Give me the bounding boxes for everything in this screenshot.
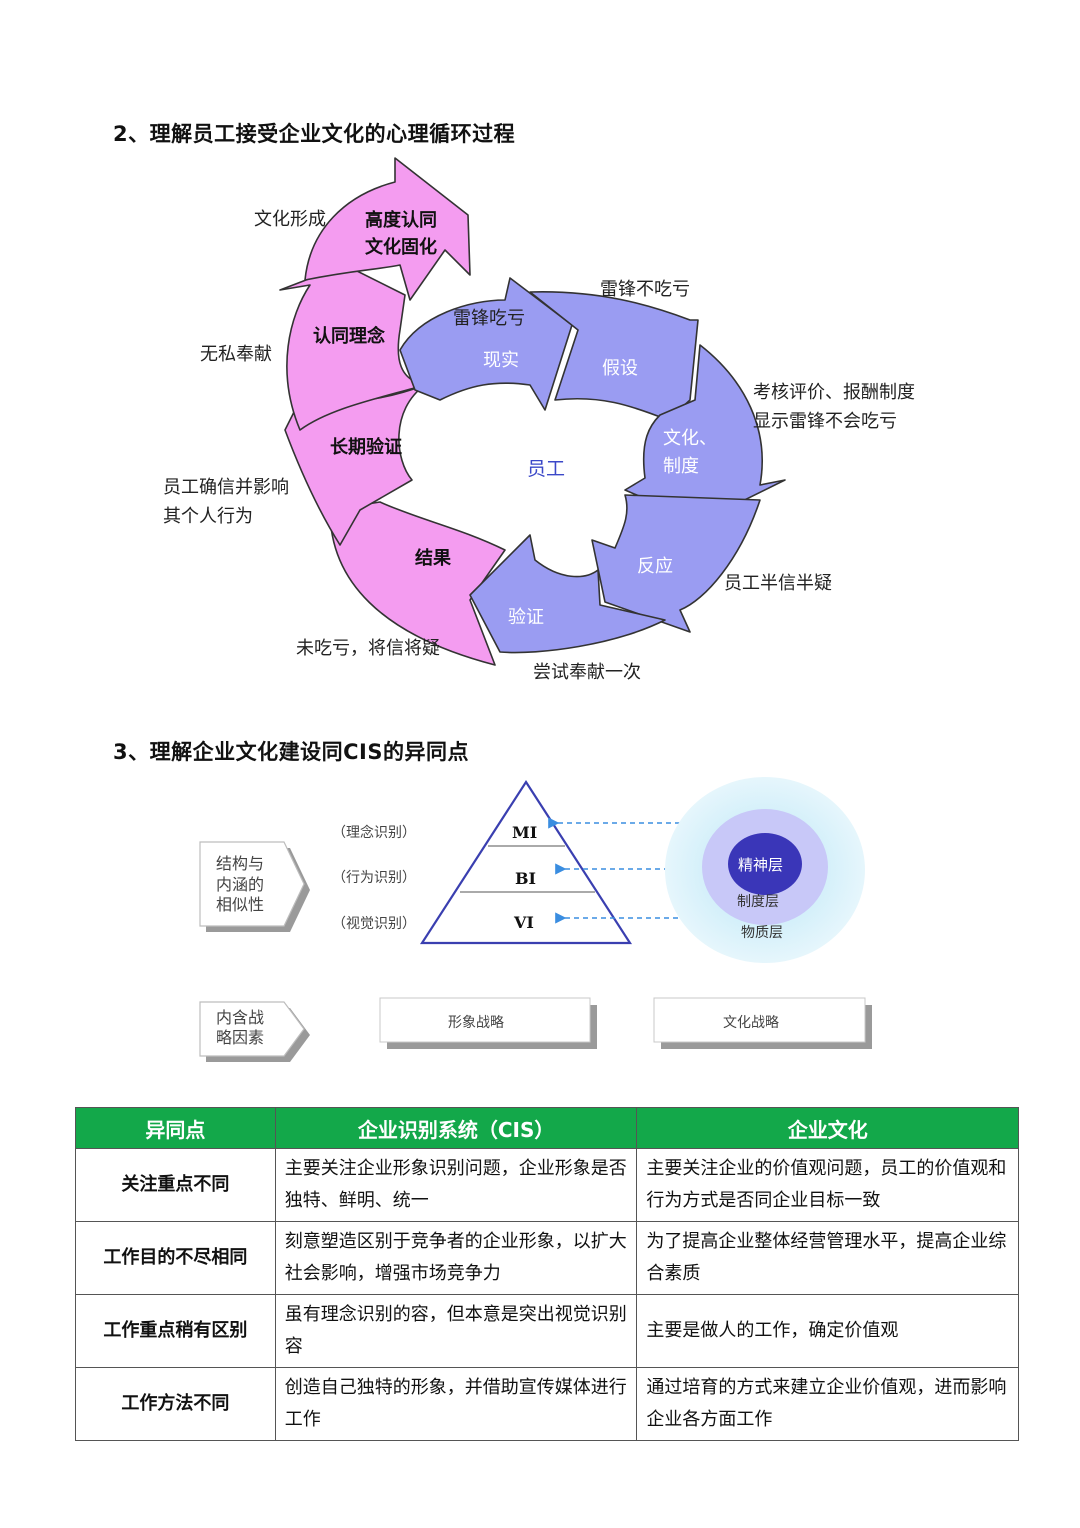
table-row: 工作目的不尽相同 刻意塑造区别于竞争者的企业形象，以扩大社会影响，增强市场竞争力… bbox=[75, 1221, 1019, 1295]
center-employee: 员工 bbox=[527, 458, 565, 480]
svg-text:文化战略: 文化战略 bbox=[723, 1015, 779, 1031]
pyramid-mi: MI bbox=[512, 823, 537, 842]
table-row: 工作方法不同 创造自己独特的形象，并借助宣传媒体进行工作 通过培育的方式来建立企… bbox=[75, 1367, 1019, 1441]
label-believe-2: 其个人行为 bbox=[163, 506, 253, 527]
blue-label-reality: 现实 bbox=[483, 350, 519, 371]
image-strategy-box: 形象战略 bbox=[379, 997, 597, 1049]
label-eval-2: 显示雷锋不会吃亏 bbox=[753, 411, 897, 432]
pink-label-high-recognition: 高度认同 bbox=[365, 209, 437, 231]
cis-pyramid: MI BI VI bbox=[419, 779, 633, 945]
culture-layers: 精神层 制度层 物质层 bbox=[665, 777, 865, 963]
svg-text:内涵的: 内涵的 bbox=[216, 875, 264, 894]
pink-arrow-result bbox=[329, 501, 506, 666]
svg-text:相似性: 相似性 bbox=[216, 895, 264, 914]
strategy-factor-box: 内含战 略因素 bbox=[199, 1001, 310, 1062]
label-eval-1: 考核评价、报酬制度 bbox=[753, 382, 915, 403]
label-not-lose: 未吃亏，将信将疑 bbox=[296, 638, 440, 659]
svg-text:结构与: 结构与 bbox=[216, 854, 264, 873]
pink-label-identify: 认同理念 bbox=[313, 325, 385, 347]
blue-label-culture: 文化、 bbox=[663, 428, 717, 449]
blue-label-response: 反应 bbox=[637, 556, 673, 577]
table-header-row: 异同点 企业识别系统（CIS） 企业文化 bbox=[75, 1107, 1019, 1149]
pink-arrow-identify bbox=[279, 264, 426, 431]
svg-text:略因素: 略因素 bbox=[216, 1028, 264, 1047]
label-believe-1: 员工确信并影响 bbox=[163, 477, 289, 498]
label-half-believe: 员工半信半疑 bbox=[724, 573, 832, 594]
layer-material: 物质层 bbox=[741, 925, 783, 941]
label-no-lose: 雷锋不吃亏 bbox=[600, 279, 690, 300]
blue-arrow-culture-system bbox=[624, 344, 786, 523]
section3-title: 3、理解企业文化建设同CIS的异同点 bbox=[113, 740, 469, 764]
psychological-cycle-diagram: 高度认同 文化固化 认同理念 长期验证 结果 现实 假设 文化、 制度 反应 验… bbox=[163, 157, 915, 683]
comparison-table: 异同点 企业识别系统（CIS） 企业文化 关注重点不同 主要关注企业形象识别问题… bbox=[75, 1107, 1019, 1441]
blue-arrow-response bbox=[591, 494, 761, 633]
label-mi: （理念识别） bbox=[332, 824, 416, 841]
blue-label-verify: 验证 bbox=[508, 607, 544, 628]
pink-arrow-high-recognition bbox=[304, 157, 471, 301]
layer-system: 制度层 bbox=[737, 894, 779, 910]
blue-arrow-verify bbox=[469, 534, 666, 654]
label-try-once: 尝试奉献一次 bbox=[533, 662, 641, 683]
table-row: 工作重点稍有区别 虽有理念识别的容，但本意是突出视觉识别容 主要是做人的工作，确… bbox=[75, 1294, 1019, 1368]
section2-title: 2、理解员工接受企业文化的心理循环过程 bbox=[113, 122, 516, 146]
cis-comparison-diagram: 结构与 内涵的 相似性 （理念识别） （行为识别） （视觉识别） MI BI V… bbox=[199, 777, 872, 1062]
header-culture: 企业文化 bbox=[636, 1107, 1019, 1149]
label-selfless: 无私奉献 bbox=[200, 344, 272, 365]
pink-label-culture-solid: 文化固化 bbox=[365, 236, 437, 258]
svg-text:内含战: 内含战 bbox=[216, 1008, 264, 1027]
label-culture-form: 文化形成 bbox=[254, 209, 326, 230]
similarity-box: 结构与 内涵的 相似性 bbox=[199, 841, 310, 932]
header-aspect: 异同点 bbox=[75, 1107, 276, 1149]
label-bi: （行为识别） bbox=[332, 870, 416, 886]
pink-label-result: 结果 bbox=[415, 547, 452, 569]
blue-label-system: 制度 bbox=[663, 456, 699, 477]
header-cis: 企业识别系统（CIS） bbox=[274, 1107, 638, 1149]
blue-arrow-assume bbox=[529, 291, 699, 421]
blue-label-assume: 假设 bbox=[602, 358, 638, 379]
pyramid-bi: BI bbox=[515, 869, 536, 888]
pyramid-vi: VI bbox=[513, 913, 534, 932]
table-row: 关注重点不同 主要关注企业形象识别问题，企业形象是否独特、鲜明、统一 主要关注企… bbox=[75, 1148, 1019, 1222]
label-vi: （视觉识别） bbox=[332, 916, 416, 932]
svg-text:形象战略: 形象战略 bbox=[448, 1015, 504, 1031]
layer-spirit: 精神层 bbox=[738, 856, 783, 874]
label-lose: 雷锋吃亏 bbox=[453, 308, 525, 329]
pink-label-long-verify: 长期验证 bbox=[330, 436, 402, 458]
culture-strategy-box: 文化战略 bbox=[653, 997, 872, 1049]
